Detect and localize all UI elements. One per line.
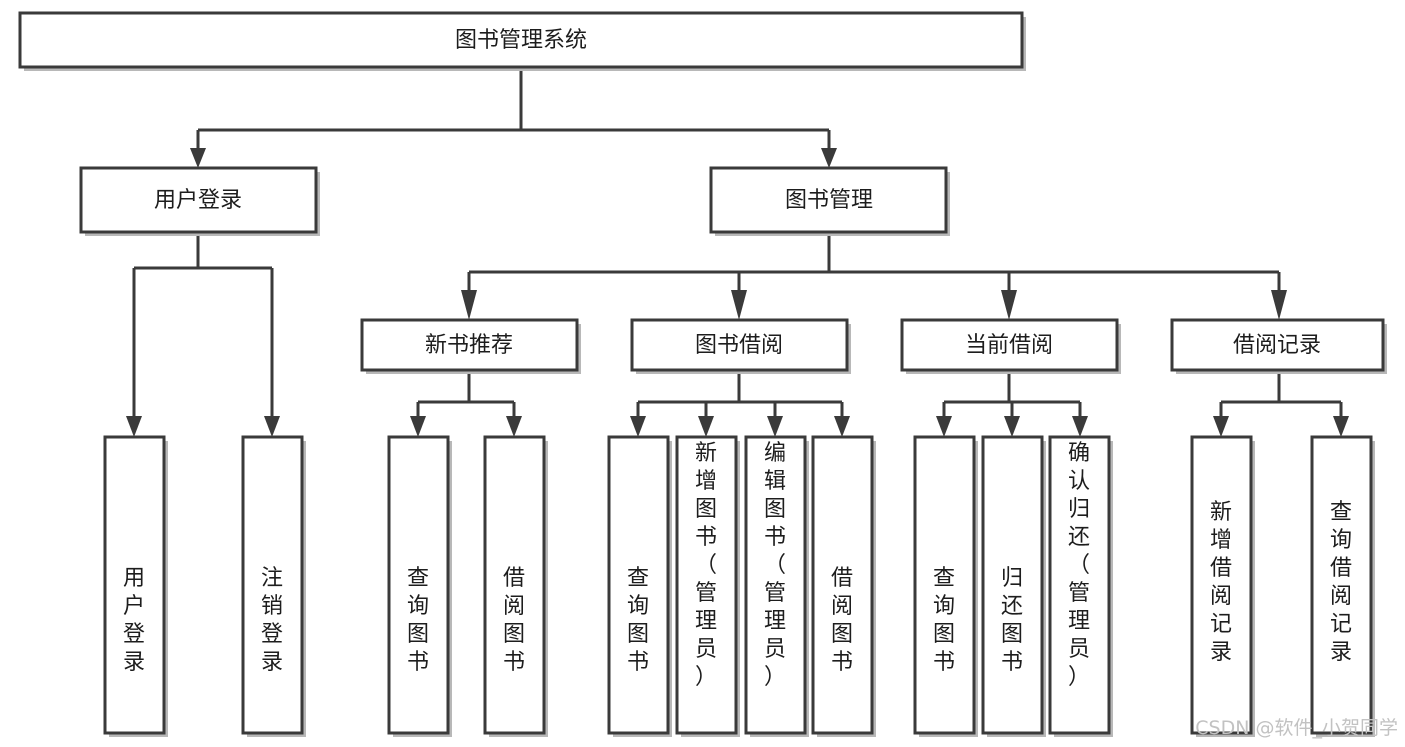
node-leaf-confirm-return-rect — [1048, 435, 1111, 735]
node-book-borrow-label: 图书借阅 — [695, 333, 783, 358]
node-new-book-rec-label: 新书推荐 — [425, 333, 513, 358]
node-book-borrow[interactable]: 图书借阅 — [630, 318, 851, 374]
node-borrow-record[interactable]: 借阅记录 — [1170, 318, 1387, 374]
node-new-book-rec[interactable]: 新书推荐 — [360, 318, 581, 374]
arrowhead-user-login — [190, 148, 206, 168]
node-leaf-add-book-label: 新增图书（管理员） — [695, 441, 717, 690]
node-leaf-query-book-1-rect — [387, 435, 450, 735]
node-leaf-borrow-book-1-label: 借阅图书 — [503, 566, 525, 675]
node-leaf-return-book-rect — [981, 435, 1044, 735]
arrowhead-leaf-edit-book — [767, 416, 783, 437]
arrowhead-book-borrow — [731, 290, 747, 320]
node-leaf-query-record[interactable]: 查询借阅记录 — [1310, 435, 1375, 737]
node-leaf-query-book-3-rect — [913, 435, 976, 735]
node-leaf-user-login-rect — [103, 435, 166, 735]
node-leaf-query-book-3[interactable]: 查询图书 — [913, 435, 978, 737]
arrowhead-new-book-rec — [461, 290, 477, 320]
node-leaf-return-book[interactable]: 归还图书 — [981, 435, 1046, 737]
node-borrow-record-label: 借阅记录 — [1233, 333, 1321, 358]
node-current-borrow-label: 当前借阅 — [965, 333, 1053, 358]
connector-layer — [126, 67, 1349, 437]
arrowhead-leaf-query-book-1 — [410, 416, 426, 437]
node-current-borrow-rect — [900, 318, 1119, 372]
node-leaf-query-book-2[interactable]: 查询图书 — [607, 435, 672, 737]
node-leaf-user-logout-rect — [241, 435, 304, 735]
arrowhead-leaf-borrow-book-2 — [834, 416, 850, 437]
node-leaf-confirm-return[interactable]: 确认归还（管理员） — [1048, 435, 1113, 737]
arrowhead-leaf-add-book — [698, 416, 714, 437]
arrowhead-leaf-query-record — [1333, 416, 1349, 437]
node-leaf-query-book-1-label: 查询图书 — [407, 566, 429, 675]
arrowhead-leaf-query-book-3 — [936, 416, 952, 437]
node-leaf-user-logout[interactable]: 注销登录 — [241, 435, 306, 737]
node-leaf-edit-book-rect — [744, 435, 807, 735]
arrowhead-book-manage — [821, 148, 837, 168]
node-leaf-add-record-label: 新增借阅记录 — [1210, 500, 1232, 665]
node-leaf-add-record-rect — [1190, 435, 1253, 735]
arrowhead-leaf-confirm-return — [1072, 416, 1088, 437]
node-leaf-borrow-book-2-rect — [811, 435, 874, 735]
node-leaf-return-book-label: 归还图书 — [1001, 566, 1023, 675]
arrowhead-leaf-user-login — [126, 416, 142, 437]
arrowhead-leaf-query-book-2 — [630, 416, 646, 437]
node-leaf-borrow-book-2-label: 借阅图书 — [831, 566, 853, 675]
node-current-borrow[interactable]: 当前借阅 — [900, 318, 1121, 374]
node-root[interactable]: 图书管理系统 — [18, 11, 1026, 71]
node-leaf-borrow-book-2[interactable]: 借阅图书 — [811, 435, 876, 737]
node-leaf-user-logout-label: 注销登录 — [261, 566, 283, 675]
node-book-manage-label: 图书管理 — [785, 188, 873, 213]
node-book-manage-rect — [709, 166, 948, 234]
node-root-label: 图书管理系统 — [455, 28, 587, 53]
node-user-login-label: 用户登录 — [154, 188, 242, 213]
arrowhead-leaf-add-record — [1213, 416, 1229, 437]
node-user-login[interactable]: 用户登录 — [79, 166, 320, 236]
node-leaf-add-book[interactable]: 新增图书（管理员） — [675, 435, 740, 737]
node-leaf-query-book-3-label: 查询图书 — [933, 566, 955, 675]
node-leaf-query-book-1[interactable]: 查询图书 — [387, 435, 452, 737]
node-borrow-record-rect — [1170, 318, 1385, 372]
node-leaf-query-book-2-rect — [607, 435, 670, 735]
node-leaf-add-book-rect — [675, 435, 738, 735]
node-book-borrow-rect — [630, 318, 849, 372]
node-root-rect — [18, 11, 1024, 69]
node-leaf-confirm-return-label: 确认归还（管理员） — [1068, 441, 1090, 690]
node-leaf-edit-book-label: 编辑图书（管理员） — [764, 441, 786, 690]
arrowhead-leaf-borrow-book-1 — [506, 416, 522, 437]
node-leaf-query-record-label: 查询借阅记录 — [1330, 500, 1352, 665]
node-leaf-user-login[interactable]: 用户登录 — [103, 435, 168, 737]
node-new-book-rec-rect — [360, 318, 579, 372]
node-leaf-query-book-2-label: 查询图书 — [627, 566, 649, 675]
arrowhead-borrow-record — [1271, 290, 1287, 320]
node-leaf-edit-book[interactable]: 编辑图书（管理员） — [744, 435, 809, 737]
node-leaf-user-login-label: 用户登录 — [123, 566, 145, 675]
node-leaf-borrow-book-1[interactable]: 借阅图书 — [483, 435, 548, 737]
arrowhead-leaf-user-logout — [264, 416, 280, 437]
arrowhead-leaf-return-book — [1004, 416, 1020, 437]
node-book-manage[interactable]: 图书管理 — [709, 166, 950, 236]
node-leaf-add-record[interactable]: 新增借阅记录 — [1190, 435, 1255, 737]
node-leaf-borrow-book-1-rect — [483, 435, 546, 735]
node-user-login-rect — [79, 166, 318, 234]
csdn-watermark: CSDN @软件_小贺同学 — [1195, 717, 1398, 739]
node-leaf-query-record-rect — [1310, 435, 1373, 735]
arrowhead-current-borrow — [1001, 290, 1017, 320]
